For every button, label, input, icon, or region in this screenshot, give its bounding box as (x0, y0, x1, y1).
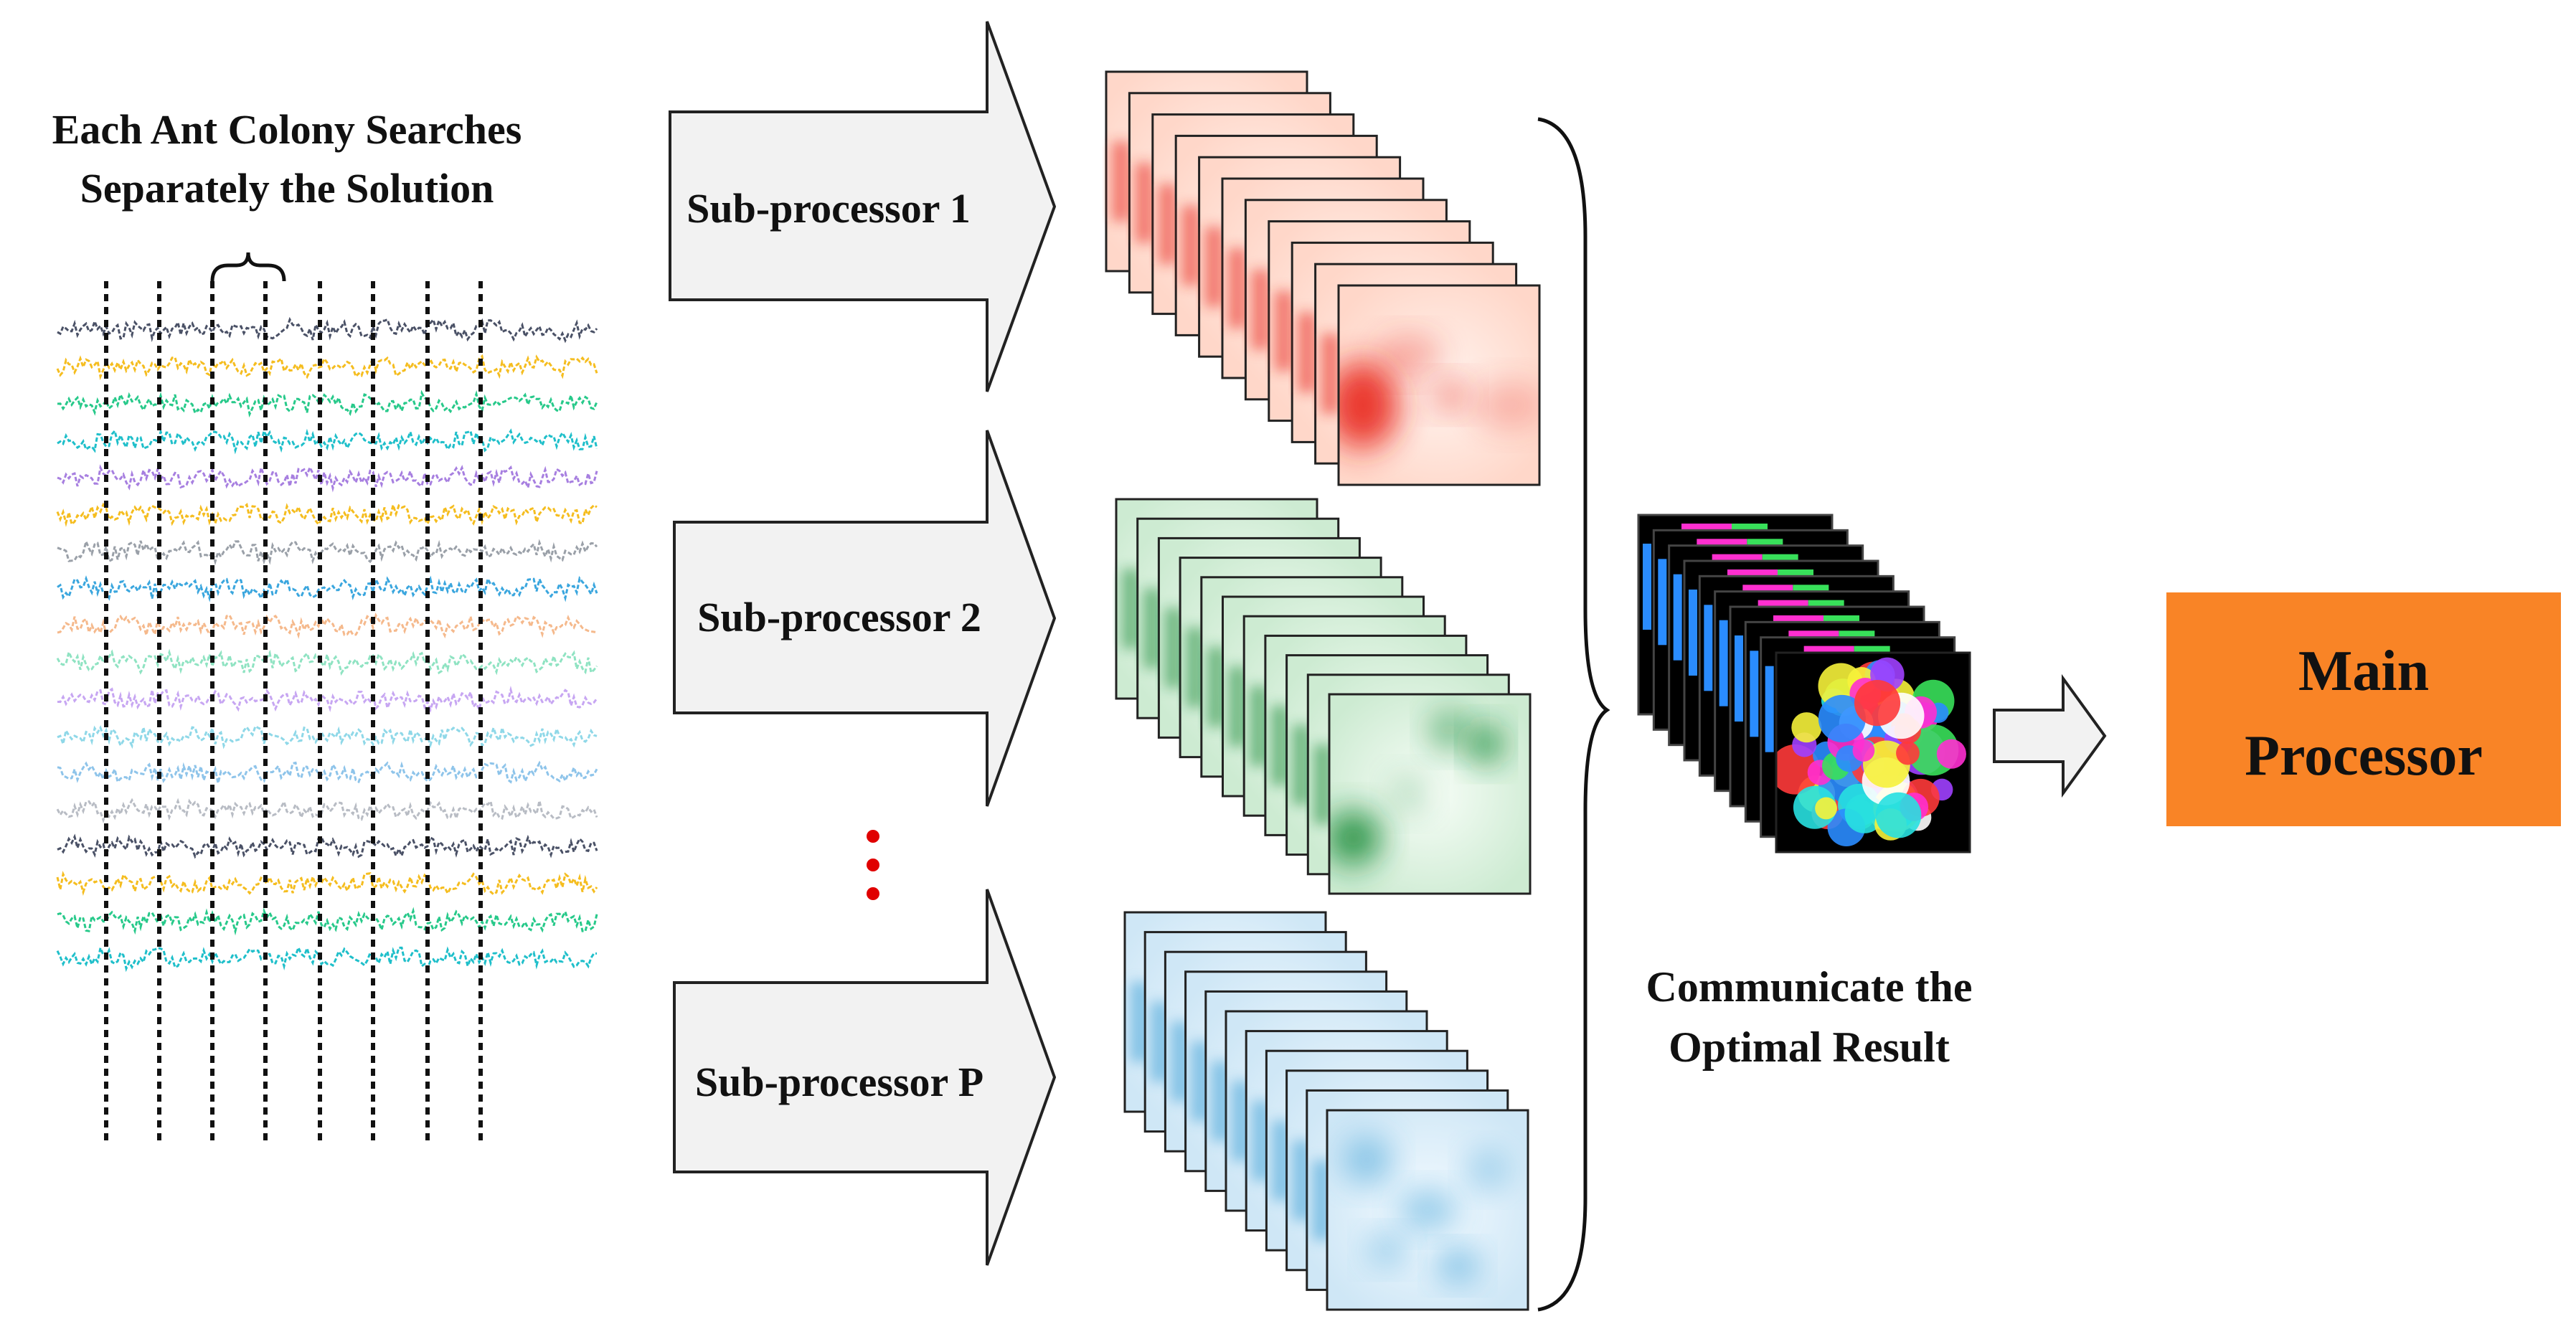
ellipsis-dot-2 (867, 859, 879, 871)
signal-trace (56, 501, 598, 527)
main-processor-line-2: Processor (2245, 724, 2483, 788)
caption-line-2: Separately the Solution (80, 165, 494, 212)
signal-trace (57, 463, 598, 493)
merge-caption-line-2: Optimal Result (1669, 1023, 1950, 1071)
signal-trace (56, 871, 598, 897)
signal-trace (56, 944, 598, 973)
heatmap-stack-blue (1123, 911, 1529, 1311)
arrow-sub-processor-1: Sub-processor 1 (669, 21, 1057, 392)
result-map-stack (1637, 514, 1971, 853)
merge-brace (1537, 117, 1610, 1312)
caption-line-1: Each Ant Colony Searches (52, 106, 522, 153)
signal-trace (57, 427, 598, 455)
signal-trace (56, 798, 598, 823)
signal-trace (57, 833, 598, 859)
signal-trace (57, 685, 598, 714)
ellipsis-dot-1 (867, 830, 879, 843)
heatmap-stack-red (1105, 70, 1541, 486)
heatmap-stack-green (1115, 498, 1532, 895)
vertical-ellipsis (867, 830, 879, 900)
main-processor-line-1: Main (2298, 640, 2429, 703)
signal-trace (57, 316, 598, 344)
result-front-detail (1776, 653, 1970, 852)
heatmap-front-detail (1339, 285, 1539, 485)
signal-trace (56, 354, 598, 381)
signal-trace (57, 389, 598, 418)
signal-trace (56, 648, 598, 676)
ellipsis-dot-3 (867, 887, 879, 900)
main-processor-box: Main Processor (2166, 592, 2561, 826)
sub-processor-p-label: Sub-processor P (695, 1059, 983, 1105)
heatmap-front-detail (1327, 1110, 1528, 1310)
colony-brace (210, 252, 286, 282)
sub-processor-2-label: Sub-processor 2 (697, 594, 981, 640)
heatmap-front-detail (1329, 694, 1530, 894)
signal-trace (57, 907, 598, 936)
signal-trace (57, 575, 598, 602)
signal-trace (57, 724, 598, 750)
signal-trace (57, 613, 598, 640)
signal-traces (56, 316, 598, 973)
signal-trace (57, 538, 598, 566)
sub-processor-1-label: Sub-processor 1 (687, 185, 971, 232)
arrow-sub-processor-2: Sub-processor 2 (673, 430, 1057, 807)
segment-dividers (104, 281, 483, 1146)
signal-trace (57, 760, 598, 785)
merge-caption-line-1: Communicate the (1646, 963, 1973, 1011)
arrow-sub-processor-p: Sub-processor P (673, 889, 1057, 1266)
arrow-to-main-processor (1993, 673, 2107, 798)
